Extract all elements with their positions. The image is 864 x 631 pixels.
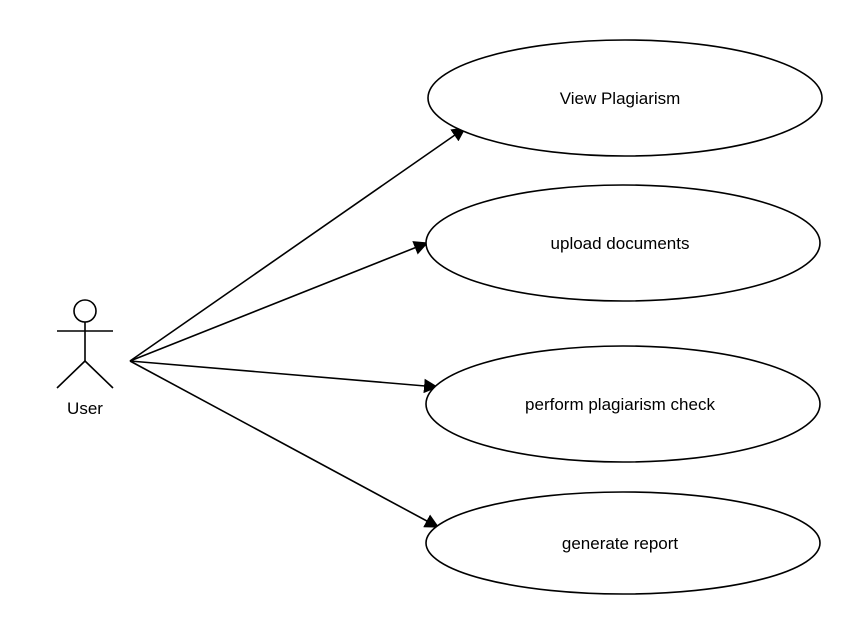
user-actor: User <box>56 299 114 418</box>
use-case-view-plagiarism: View Plagiarism <box>427 39 823 157</box>
use-case-label: View Plagiarism <box>560 89 681 108</box>
actor-right-leg <box>84 360 114 389</box>
actor-head <box>73 299 97 323</box>
use-case-perform-plagiarism-check: perform plagiarism check <box>425 345 821 463</box>
use-case-upload-documents: upload documents <box>425 184 821 302</box>
association-check <box>129 360 439 394</box>
actor-left-leg <box>56 360 86 389</box>
actor-label: User <box>67 399 103 418</box>
use-case-label: generate report <box>562 534 679 553</box>
use-case-generate-report: generate report <box>425 491 821 595</box>
association-report <box>129 360 440 528</box>
association-view <box>129 127 467 362</box>
use-case-label: upload documents <box>551 234 690 253</box>
association-upload <box>129 241 429 362</box>
use-case-label: perform plagiarism check <box>525 395 715 414</box>
